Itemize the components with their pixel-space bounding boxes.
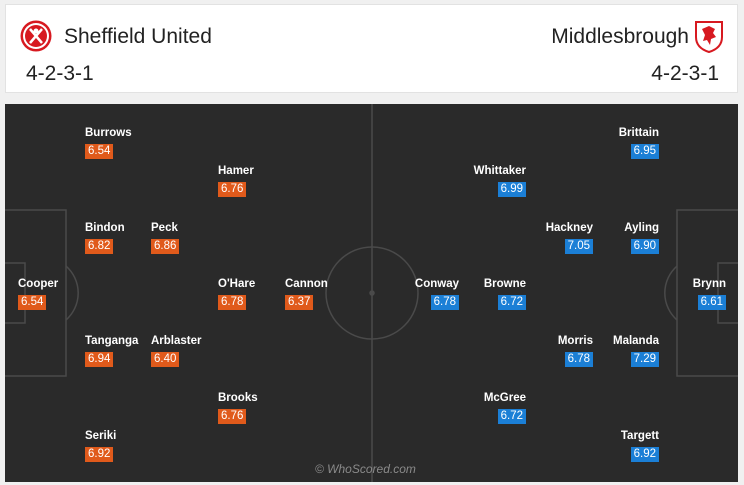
away-player-hackney[interactable]: Hackney 7.05 <box>523 222 593 254</box>
home-player-ohare[interactable]: O'Hare 6.78 <box>218 278 288 310</box>
home-player-brooks[interactable]: Brooks 6.76 <box>218 392 288 424</box>
player-rating: 6.37 <box>285 295 314 310</box>
player-rating: 6.90 <box>630 239 659 254</box>
home-player-cooper[interactable]: Cooper 6.54 <box>18 278 88 310</box>
player-name: Seriki <box>85 430 117 442</box>
player-rating: 7.29 <box>630 352 659 367</box>
away-player-whittaker[interactable]: Whittaker 6.99 <box>456 165 526 197</box>
player-name: Tanganga <box>85 335 139 347</box>
away-player-ayling[interactable]: Ayling 6.90 <box>589 222 659 254</box>
player-name: Brooks <box>218 392 258 404</box>
player-name: Malanda <box>612 335 659 347</box>
watermark: © WhoScored.com <box>315 462 416 476</box>
away-player-targett[interactable]: Targett 6.92 <box>589 430 659 462</box>
player-name: O'Hare <box>218 278 256 290</box>
home-player-peck[interactable]: Peck 6.86 <box>151 222 221 254</box>
player-rating: 6.99 <box>497 182 526 197</box>
player-name: Burrows <box>85 127 132 139</box>
away-formation: 4-2-3-1 <box>651 62 719 85</box>
player-name: Ayling <box>624 222 659 234</box>
player-name: McGree <box>483 392 526 404</box>
home-player-bindon[interactable]: Bindon 6.82 <box>85 222 155 254</box>
away-team-name: Middlesbrough <box>551 25 689 48</box>
home-player-burrows[interactable]: Burrows 6.54 <box>85 127 155 159</box>
player-rating: 6.82 <box>85 239 114 254</box>
player-name: Hamer <box>218 165 254 177</box>
player-name: Bindon <box>85 222 125 234</box>
player-rating: 6.78 <box>218 295 247 310</box>
player-name: Peck <box>151 222 178 234</box>
away-player-browne[interactable]: Browne 6.72 <box>456 278 526 310</box>
away-player-brynn[interactable]: Brynn 6.61 <box>656 278 726 310</box>
player-name: Hackney <box>545 222 593 234</box>
away-player-mcgree[interactable]: McGree 6.72 <box>456 392 526 424</box>
home-player-tanganga[interactable]: Tanganga 6.94 <box>85 335 155 367</box>
middlesbrough-crest-icon <box>695 21 723 53</box>
away-player-conway[interactable]: Conway 6.78 <box>389 278 459 310</box>
away-player-morris[interactable]: Morris 6.78 <box>523 335 593 367</box>
player-rating: 6.61 <box>697 295 726 310</box>
player-rating: 7.05 <box>564 239 593 254</box>
player-name: Conway <box>414 278 459 290</box>
sheffield-united-crest-icon <box>20 20 52 52</box>
pitch: Burrows 6.54 Hamer 6.76 Bindon 6.82 Peck… <box>5 104 738 482</box>
home-formation: 4-2-3-1 <box>26 62 94 85</box>
player-name: Cooper <box>18 278 59 290</box>
player-rating: 6.76 <box>218 182 247 197</box>
home-player-arblaster[interactable]: Arblaster 6.40 <box>151 335 221 367</box>
away-player-malanda[interactable]: Malanda 7.29 <box>589 335 659 367</box>
player-name: Brittain <box>618 127 659 139</box>
player-rating: 6.78 <box>564 352 593 367</box>
home-player-seriki[interactable]: Seriki 6.92 <box>85 430 155 462</box>
home-team-name: Sheffield United <box>64 25 212 48</box>
player-rating: 6.92 <box>630 447 659 462</box>
player-name: Morris <box>557 335 593 347</box>
player-rating: 6.92 <box>85 447 114 462</box>
home-player-hamer[interactable]: Hamer 6.76 <box>218 165 288 197</box>
player-rating: 6.78 <box>430 295 459 310</box>
player-rating: 6.76 <box>218 409 247 424</box>
home-player-cannon[interactable]: Cannon 6.37 <box>285 278 355 310</box>
player-rating: 6.54 <box>18 295 47 310</box>
player-rating: 6.72 <box>497 409 526 424</box>
player-name: Targett <box>620 430 659 442</box>
player-name: Cannon <box>285 278 328 290</box>
player-rating: 6.40 <box>151 352 180 367</box>
player-name: Browne <box>483 278 526 290</box>
player-name: Brynn <box>692 278 726 290</box>
player-rating: 6.95 <box>630 144 659 159</box>
player-rating: 6.86 <box>151 239 180 254</box>
match-header: Sheffield United 4-2-3-1 Middlesbrough 4… <box>5 4 738 93</box>
player-rating: 6.72 <box>497 295 526 310</box>
pitch-markings <box>5 104 738 482</box>
away-player-brittain[interactable]: Brittain 6.95 <box>589 127 659 159</box>
player-name: Whittaker <box>473 165 526 177</box>
player-rating: 6.94 <box>85 352 114 367</box>
player-rating: 6.54 <box>85 144 114 159</box>
player-name: Arblaster <box>151 335 202 347</box>
